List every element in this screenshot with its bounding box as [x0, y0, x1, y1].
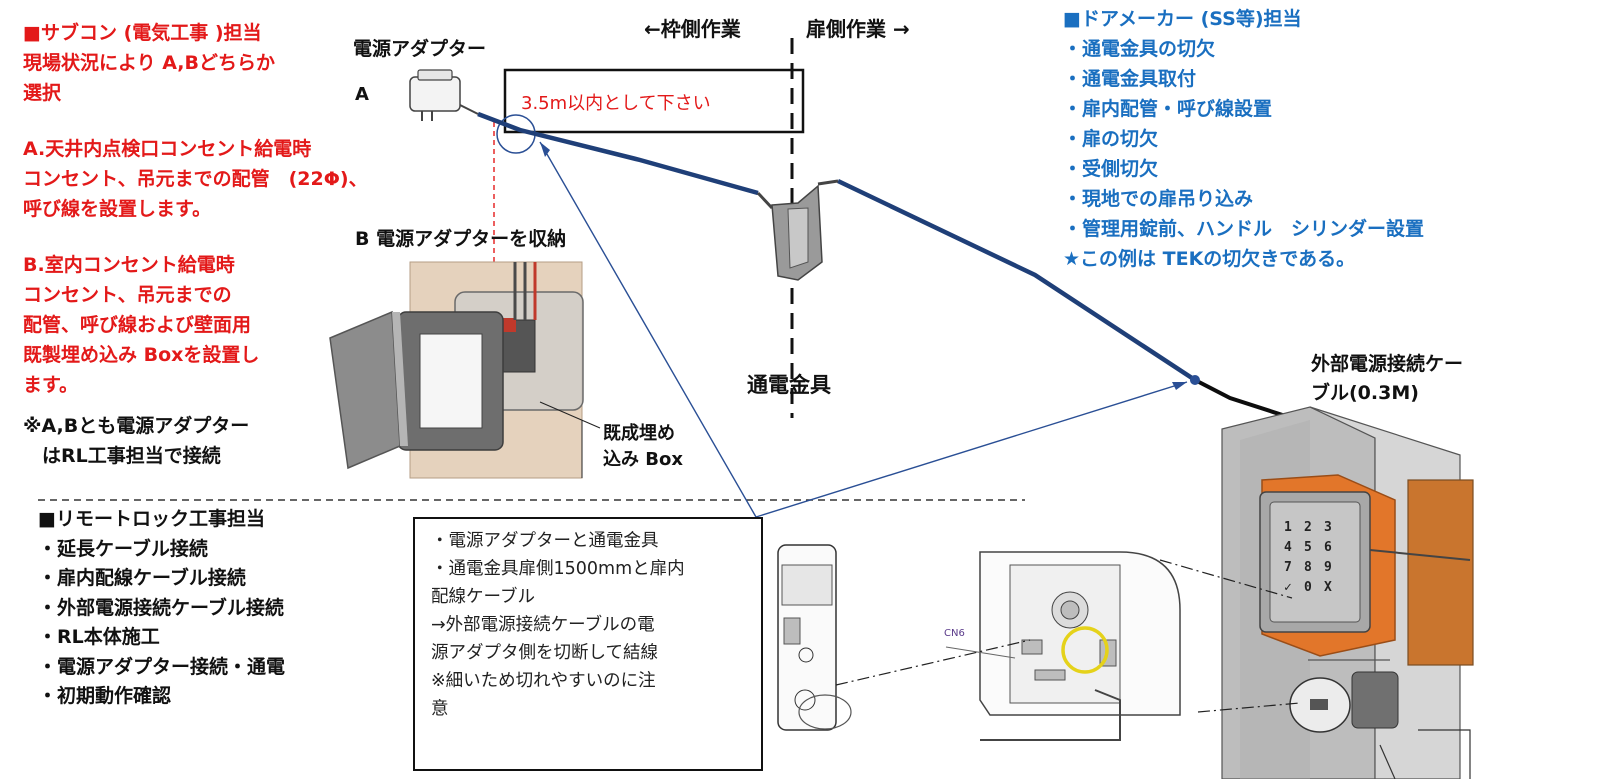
- door-maker-line: ・扉内配管・呼び線設置: [1063, 98, 1273, 120]
- subcon-line: 配管、呼び線および壁面用: [23, 314, 252, 336]
- subcon-instructions: ■サブコン (電気工事 )担当 現場状況により A,Bどちらか 選択 A.天井内…: [23, 18, 368, 400]
- subcon-line: ■サブコン (電気工事 )担当: [23, 22, 262, 44]
- subcon-note-line: ※A,Bとも電源アダプター: [23, 415, 250, 437]
- frame-side-label: ←枠側作業: [644, 17, 741, 41]
- option-a-label: A: [355, 84, 369, 105]
- subcon-spacer: [23, 224, 368, 250]
- remote-lock-line: ・電源アダプター接続・通電: [38, 655, 286, 678]
- subcon-line: コンセント、吊元までの配管 (22Φ)、: [23, 168, 368, 190]
- wiring-note-box: ・電源アダプターと通電金具 ・通電金具扉側1500mmと扉内 配線ケーブル →外…: [413, 517, 763, 771]
- keypad-key: 1: [1284, 520, 1292, 535]
- remote-lock-line: ・外部電源接続ケーブル接続: [38, 596, 284, 619]
- keypad-key: 8: [1304, 560, 1312, 575]
- keypad-key: X: [1324, 580, 1332, 595]
- keypad: 1 2 3 4 5 6 7 8 9 ✓ 0 X: [1284, 518, 1348, 598]
- note-line: ※細いため切れやすいのに注: [431, 671, 656, 691]
- embed-box-label-2: 込み Box: [603, 449, 683, 470]
- keypad-key: 4: [1284, 540, 1292, 555]
- keypad-key: ✓: [1284, 580, 1292, 595]
- keypad-key: 2: [1304, 520, 1312, 535]
- pointer-line-adapter: [539, 141, 757, 518]
- embed-box-label-1: 既成埋め: [603, 423, 675, 444]
- remote-lock-line: ・扉内配線ケーブル接続: [38, 567, 246, 589]
- door-maker-line: ★この例は TEKの切欠きである。: [1063, 248, 1356, 270]
- keypad-key: 3: [1324, 520, 1332, 535]
- note-line: 意: [431, 699, 449, 719]
- door-section-illustration: [1221, 406, 1474, 779]
- remote-lock-line: ・初期動作確認: [38, 685, 172, 707]
- leader-line-2: [1197, 702, 1301, 713]
- subcon-line: 呼び線を設置します。: [23, 198, 212, 220]
- hinge-label: 通電金具: [747, 373, 831, 397]
- door-maker-line: ・管理用錠前、ハンドル シリンダー設置: [1063, 218, 1425, 240]
- keypad-key: 6: [1324, 540, 1332, 555]
- option-b-label: B 電源アダプターを収納: [355, 228, 567, 250]
- remote-lock-instructions: ■リモートロック工事担当 ・延長ケーブル接続 ・扉内配線ケーブル接続 ・外部電源…: [38, 505, 285, 712]
- note-line: ・電源アダプターと通電金具: [431, 531, 659, 551]
- note-line: ・通電金具扉側1500mmと扉内: [431, 559, 685, 579]
- power-adapter-label: 電源アダプター: [353, 38, 487, 60]
- subcon-line: 選択: [23, 82, 62, 104]
- distance-label: 3.5m以内として下さい: [521, 93, 711, 114]
- note-line: 配線ケーブル: [431, 587, 535, 607]
- door-maker-line: ・扉の切欠: [1063, 128, 1159, 150]
- keypad-key: 0: [1304, 580, 1312, 595]
- door-side-label: 扉側作業 →: [806, 17, 910, 41]
- door-maker-instructions: ■ドアメーカー (SS等)担当 ・通電金具の切欠 ・通電金具取付 ・扉内配管・呼…: [1063, 4, 1424, 274]
- cn6-label: CN6: [944, 628, 965, 639]
- hinge-illustration: [756, 179, 839, 281]
- subcon-note: ※A,Bとも電源アダプター はRL工事担当で接続: [23, 411, 249, 471]
- remote-lock-line: ・延長ケーブル接続: [38, 537, 208, 560]
- subcon-line: コンセント、吊元までの: [23, 284, 232, 306]
- subcon-line: A.天井内点検口コンセント給電時: [23, 138, 312, 160]
- door-maker-line: ・現地での扉吊り込み: [1063, 188, 1254, 210]
- note-line: →外部電源接続ケーブルの電: [431, 615, 655, 635]
- embedded-box-illustration: [329, 261, 601, 479]
- subcon-line: B.室内コンセント給電時: [23, 254, 235, 276]
- ext-cable-label-1: 外部電源接続ケー: [1311, 353, 1464, 375]
- subcon-note-line: はRL工事担当で接続: [23, 445, 221, 467]
- keypad-key: 5: [1304, 540, 1312, 555]
- lock-unit-small-illustration: [777, 544, 852, 731]
- subcon-line: 現場状況により A,Bどちらか: [23, 52, 275, 74]
- pcb-detail-illustration: [945, 551, 1181, 741]
- keypad-key: 9: [1324, 560, 1332, 575]
- door-maker-line: ■ドアメーカー (SS等)担当: [1063, 8, 1302, 30]
- pointer-line-door: [755, 381, 1188, 518]
- ext-cable-label-2: ブル(0.3M): [1311, 382, 1419, 404]
- door-maker-line: ・通電金具取付: [1063, 68, 1197, 90]
- keypad-key: 7: [1284, 560, 1292, 575]
- subcon-spacer: [23, 108, 368, 134]
- remote-lock-line: ■リモートロック工事担当: [38, 508, 265, 530]
- leader-line-1: [1159, 559, 1293, 599]
- leader-line-3: [835, 639, 1031, 686]
- door-maker-line: ・受側切欠: [1063, 158, 1159, 180]
- door-maker-line: ・通電金具の切欠: [1063, 38, 1216, 60]
- remote-lock-line: ・RL本体施工: [38, 626, 160, 648]
- power-adapter-illustration: [409, 69, 479, 121]
- distance-box: [503, 68, 805, 134]
- subcon-line: 既製埋め込み Boxを設置し: [23, 344, 260, 366]
- note-line: 源アダプタ側を切断して結線: [431, 643, 658, 663]
- subcon-line: ます。: [23, 374, 79, 396]
